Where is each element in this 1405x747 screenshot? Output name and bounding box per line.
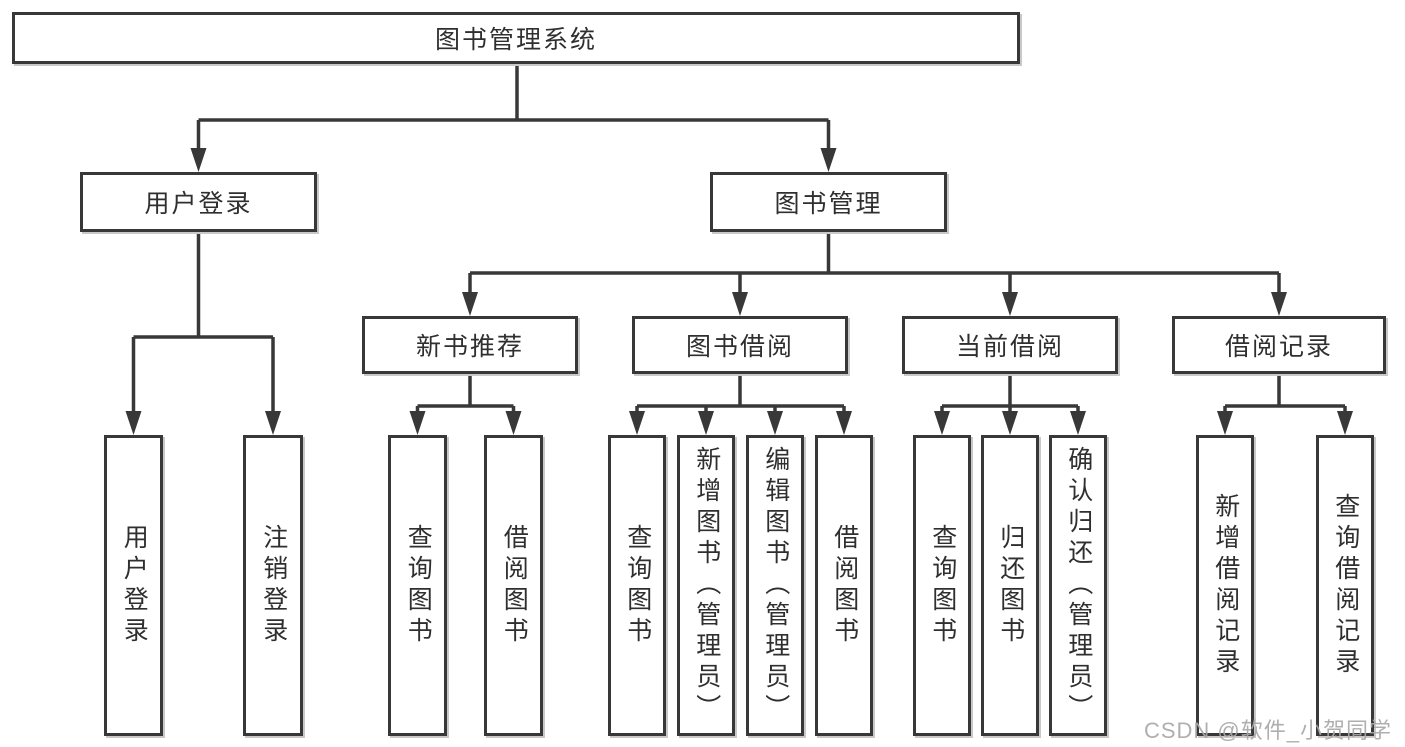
leaf-records-add-record: 新增借阅记录	[1196, 435, 1254, 736]
leaf-recommend-query-books: 查询图书	[388, 435, 447, 736]
node-label: 确认归还（管理员）	[1064, 446, 1093, 725]
leaf-current-query-books: 查询图书	[913, 435, 971, 736]
csdn-watermark: CSDN @软件_小贺同学	[1143, 718, 1392, 743]
node-label: 新增借阅记录	[1211, 492, 1240, 679]
node-label: 归还图书	[996, 523, 1025, 648]
leaf-borrow-query-books: 查询图书	[608, 435, 666, 736]
node-label: 新增图书（管理员）	[692, 446, 721, 725]
node-label: 当前借阅	[955, 333, 1064, 361]
leaf-current-return-books: 归还图书	[981, 435, 1039, 736]
node-label: 查询图书	[404, 523, 433, 648]
node-user-login: 用户登录	[80, 172, 317, 232]
node-label: 用户登录	[144, 190, 253, 218]
node-label: 查询借阅记录	[1331, 492, 1360, 679]
node-label: 借阅记录	[1224, 333, 1333, 361]
node-label: 图书借阅	[685, 333, 794, 361]
leaf-records-query-record: 查询借阅记录	[1316, 435, 1374, 736]
leaf-user-login: 用户登录	[104, 435, 163, 736]
node-new-book-recommend: 新书推荐	[362, 316, 578, 374]
leaf-logout-login: 注销登录	[243, 435, 303, 736]
node-label: 图书管理	[774, 190, 883, 218]
node-label: 用户登录	[120, 523, 149, 648]
leaf-borrow-borrow-books: 借阅图书	[815, 435, 873, 736]
node-library-management-system: 图书管理系统	[12, 12, 1020, 64]
node-label: 编辑图书（管理员）	[761, 446, 790, 725]
node-label: 图书管理系统	[434, 26, 597, 54]
node-book-management: 图书管理	[710, 172, 947, 232]
node-label: 借阅图书	[830, 523, 859, 648]
node-current-borrow: 当前借阅	[902, 316, 1118, 374]
node-label: 借阅图书	[500, 523, 529, 648]
node-label: 注销登录	[259, 523, 288, 648]
node-label: 查询图书	[623, 523, 652, 648]
node-borrow-records: 借阅记录	[1172, 316, 1386, 374]
arrowheads	[125, 148, 1353, 435]
node-book-borrow: 图书借阅	[632, 316, 848, 374]
node-label: 查询图书	[928, 523, 957, 648]
leaf-recommend-borrow-books: 借阅图书	[484, 435, 543, 736]
leaf-borrow-add-books-admin: 新增图书（管理员）	[677, 435, 735, 736]
leaf-current-confirm-return-admin: 确认归还（管理员）	[1049, 435, 1107, 736]
node-label: 新书推荐	[415, 333, 524, 361]
leaf-borrow-edit-books-admin: 编辑图书（管理员）	[746, 435, 804, 736]
